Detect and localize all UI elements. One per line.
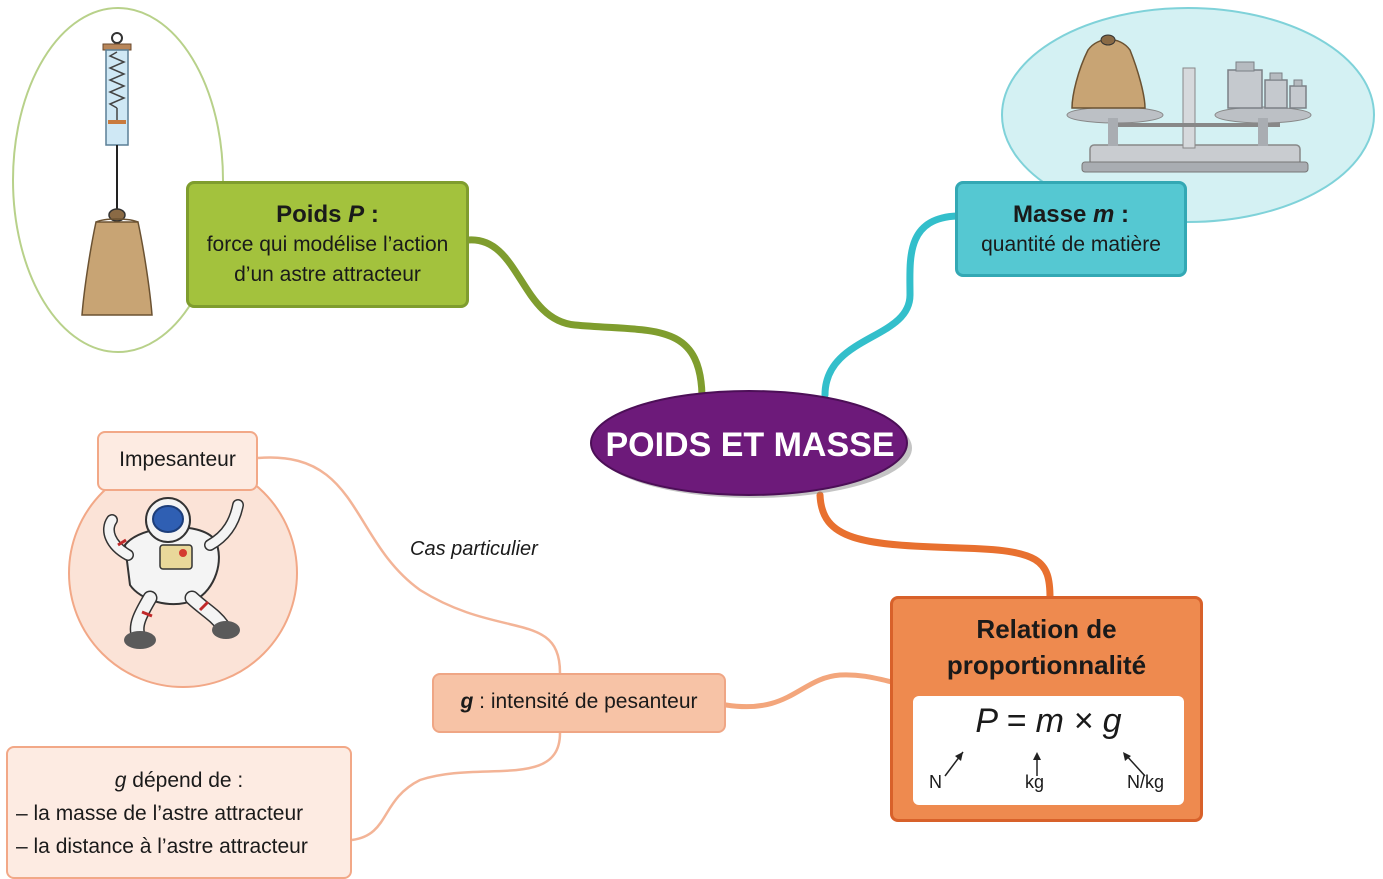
astronaut-icon: [103, 497, 244, 649]
masse-colon: :: [1121, 201, 1130, 228]
g-depends-node: g dépend de : – la masse de l’astre attr…: [6, 746, 352, 879]
center-node-title: POIDS ET MASSE: [605, 425, 895, 464]
unit-m: kg: [1025, 772, 1045, 792]
unit-g: N/kg: [1127, 772, 1165, 792]
masse-title: Masse: [1012, 201, 1087, 228]
g-depends-symbol: g: [114, 769, 127, 792]
connector-g-impesanteur: [257, 456, 562, 674]
connector-poids: [464, 236, 706, 399]
masse-node: Masse m : quantité de matière: [955, 181, 1187, 277]
arrowhead-m: [1033, 752, 1041, 760]
formula-panel: P = m × g N kg N/kg: [913, 696, 1184, 805]
poids-title-line: Poids P :: [189, 200, 466, 230]
g-node: g : intensité de pesanteur: [432, 673, 726, 733]
poids-line1: force qui modélise l’action: [206, 233, 449, 256]
poids-line2: d’un astre attracteur: [234, 263, 421, 286]
g-symbol: g: [460, 690, 474, 713]
arrowhead-P: [955, 752, 963, 761]
relation-line1: Relation de: [976, 614, 1117, 644]
g-depends-title-line: g dépend de :: [8, 764, 350, 797]
impesanteur-node: Impesanteur: [97, 431, 258, 491]
poids-colon: :: [370, 201, 379, 228]
masse-title-line: Masse m :: [958, 200, 1184, 230]
balance-scale-icon: [1066, 34, 1312, 173]
connector-g-depend: [351, 732, 562, 842]
center-node: [590, 390, 908, 496]
link-label-cas-particulier: Cas particulier: [410, 538, 538, 560]
relation-node: Relation de proportionnalité P = m × g N…: [890, 596, 1203, 822]
arrowhead-g: [1123, 752, 1131, 761]
formula-equation: P = m × g: [975, 702, 1122, 740]
g-depends-item-2: – la distance à l’astre attracteur: [16, 835, 308, 858]
masse-line1: quantité de matière: [981, 233, 1161, 256]
unit-P: N: [929, 772, 942, 792]
connector-masse: [821, 212, 961, 399]
g-depends-title: dépend de :: [132, 769, 244, 792]
masse-symbol: m: [1093, 201, 1115, 228]
spring-scale-icon: [81, 32, 153, 316]
impesanteur-label: Impesanteur: [119, 448, 236, 471]
connector-g-relation: [723, 672, 895, 710]
poids-title: Poids: [276, 201, 342, 228]
poids-node: Poids P : force qui modélise l’action d’…: [186, 181, 469, 308]
poids-symbol: P: [348, 201, 365, 228]
formula-arrows: [944, 751, 1146, 777]
relation-line2: proportionnalité: [946, 650, 1147, 680]
connector-relation: [816, 491, 1054, 602]
g-depends-item-1: – la masse de l’astre attracteur: [16, 802, 304, 825]
g-text: : intensité de pesanteur: [479, 690, 698, 713]
